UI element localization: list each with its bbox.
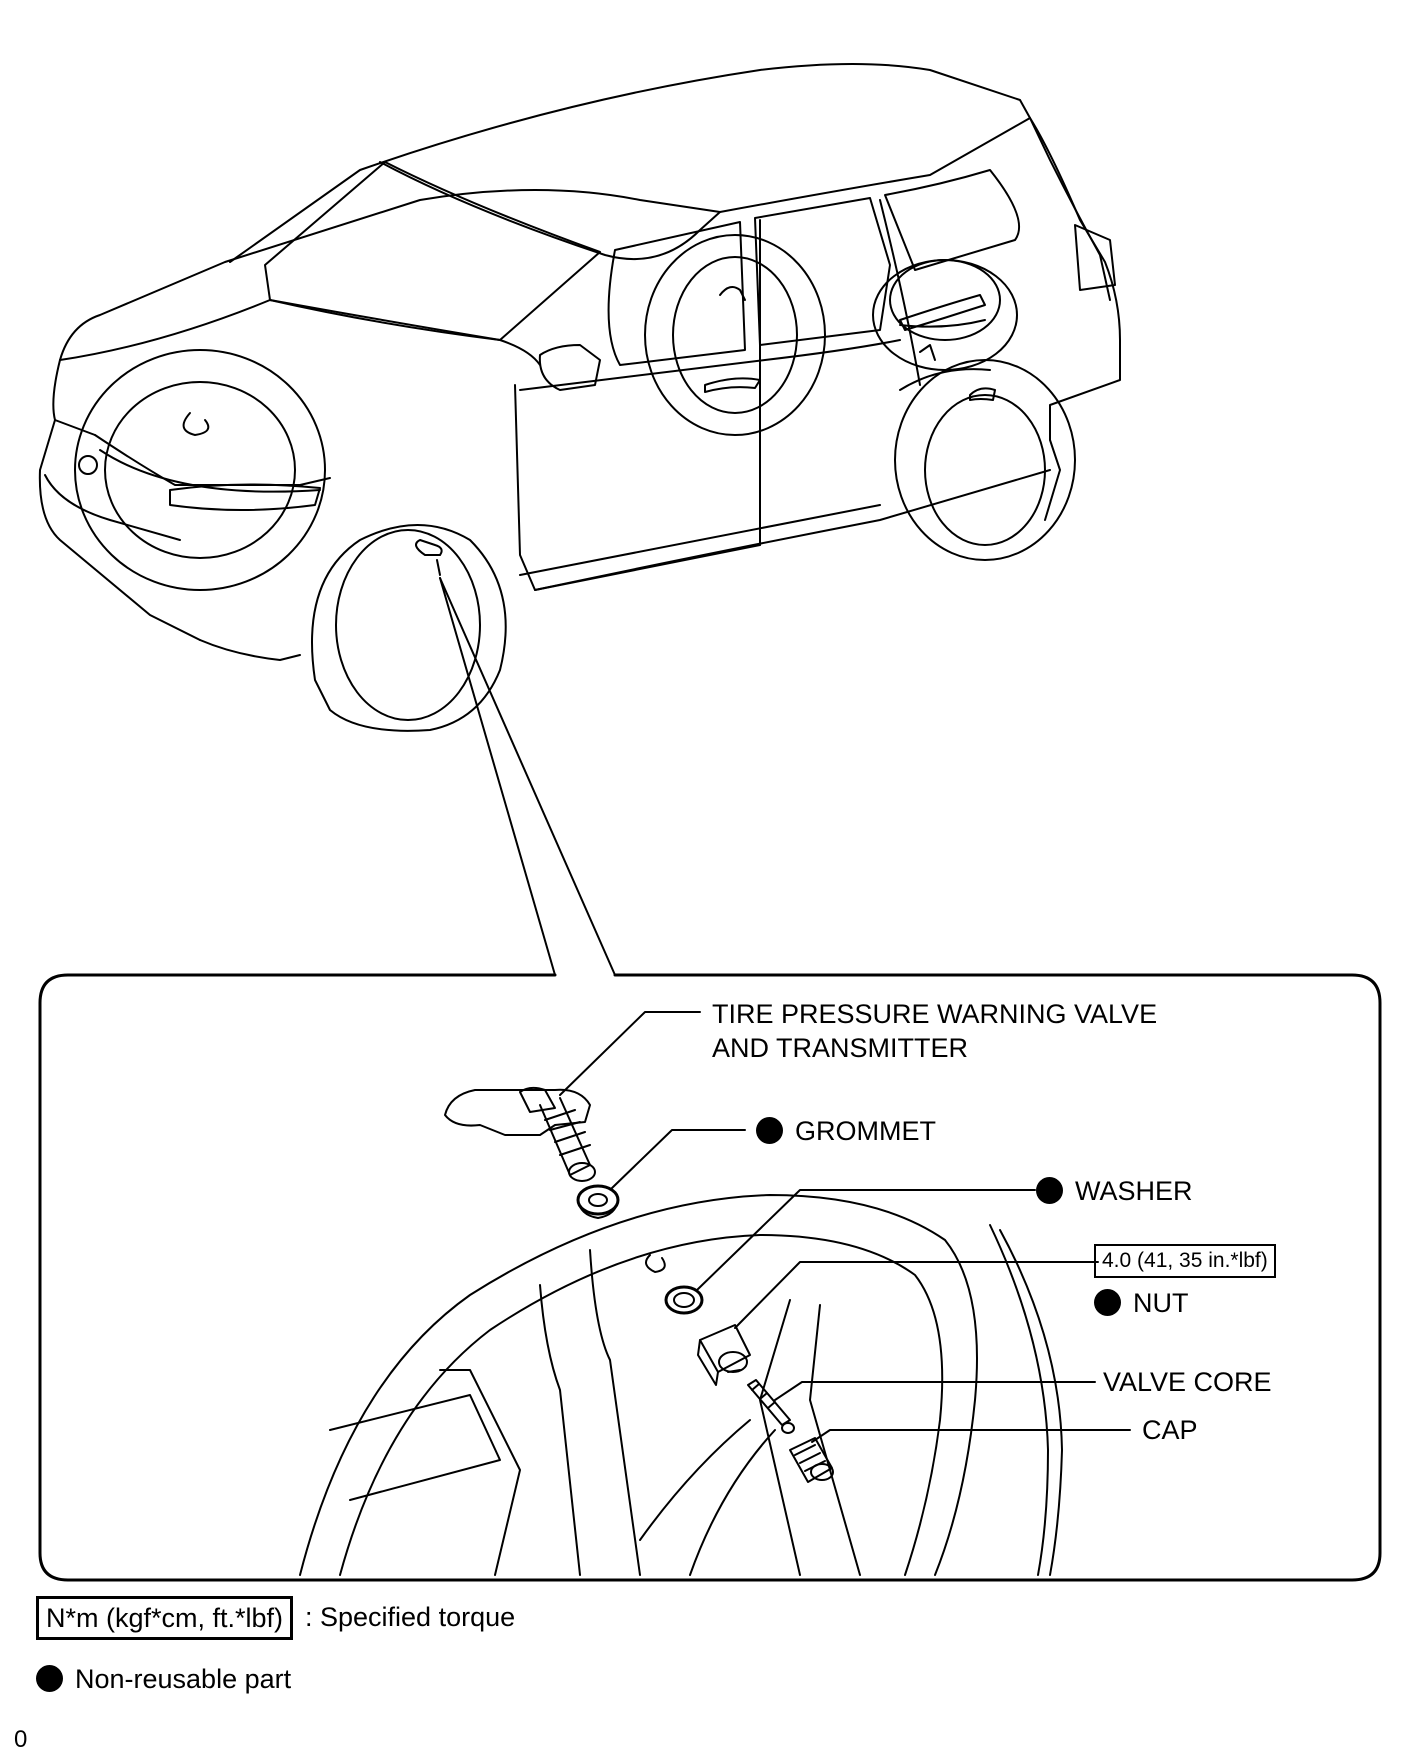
transmitter-part (444, 1086, 596, 1182)
grommet-label: GROMMET (756, 1115, 936, 1147)
detail-leader (439, 577, 616, 976)
nut-label-text: NUT (1133, 1288, 1189, 1318)
valve-core-part (747, 1379, 795, 1434)
spare-tire (872, 259, 1018, 371)
filled-circle-icon (36, 1665, 63, 1692)
washer-label: WASHER (1036, 1175, 1193, 1207)
transmitter-label-line2: AND TRANSMITTER (712, 1033, 969, 1063)
filled-circle-icon (1036, 1177, 1063, 1204)
grommet-part (576, 1184, 620, 1219)
washer-label-text: WASHER (1075, 1176, 1193, 1206)
front-left-wheel (311, 524, 507, 732)
washer-part (664, 1285, 704, 1315)
front-right-wheel (74, 349, 326, 591)
nut-label: NUT (1094, 1287, 1189, 1319)
detail-frame (38, 973, 1382, 1582)
nut-part (697, 1324, 751, 1386)
filled-circle-icon (756, 1117, 783, 1144)
cap-label: CAP (1142, 1415, 1198, 1445)
torque-legend-text: : Specified torque (305, 1602, 516, 1632)
torque-legend-box: N*m (kgf*cm, ft.*lbf) (36, 1596, 294, 1640)
figure-code: 0 (14, 1726, 28, 1753)
nut-torque-box: 4.0 (41, 35 in.*lbf) (1094, 1244, 1276, 1278)
transmitter-label-line1: TIRE PRESSURE WARNING VALVE (712, 999, 1158, 1029)
cap-part (789, 1437, 834, 1483)
rear-right-wheel (644, 234, 826, 436)
rear-left-wheel (894, 359, 1076, 561)
vehicle-outline (38, 63, 1121, 661)
nonreusable-legend-text: Non-reusable part (75, 1664, 292, 1694)
grommet-label-text: GROMMET (795, 1116, 936, 1146)
filled-circle-icon (1094, 1289, 1121, 1316)
valve-core-label: VALVE CORE (1103, 1367, 1272, 1397)
rim-outline (299, 1194, 1063, 1576)
callout-leaders (559, 1011, 1131, 1443)
nonreusable-legend: Non-reusable part (36, 1663, 291, 1695)
